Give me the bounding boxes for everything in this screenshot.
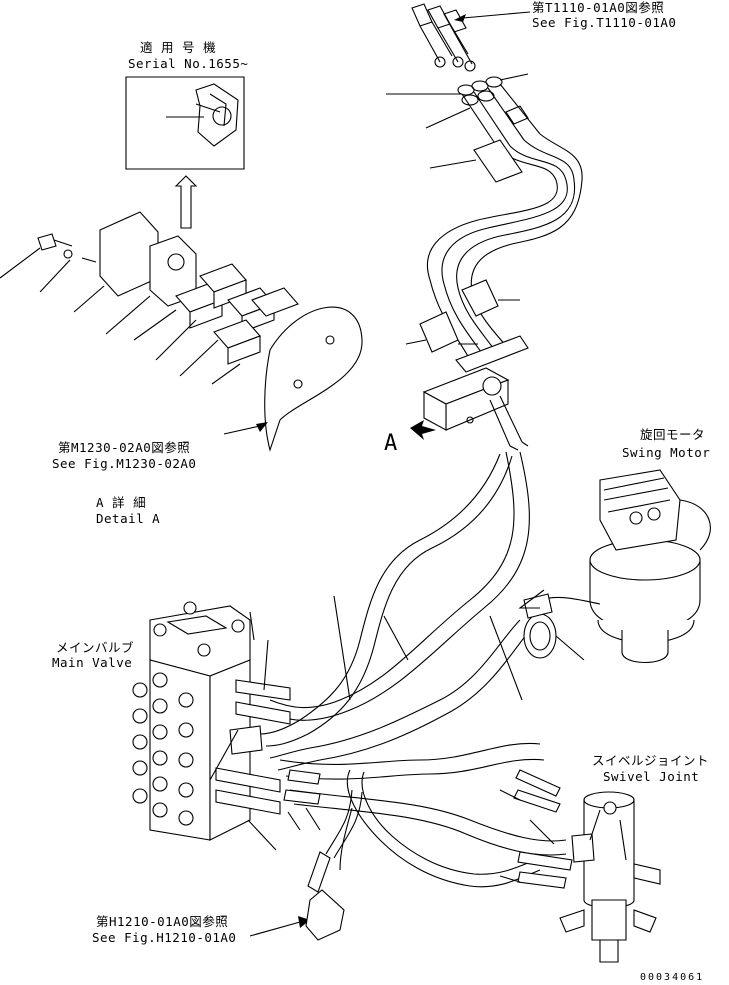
hose-routing xyxy=(260,452,566,887)
view-a-label: A xyxy=(384,431,398,456)
main-valve xyxy=(133,602,320,850)
valve-fittings-right xyxy=(216,680,320,814)
arrow-up-icon xyxy=(176,176,196,228)
swing-motor-en: Swing Motor xyxy=(622,445,711,460)
detail-a-en: Detail A xyxy=(96,511,161,526)
leader-arrow-icon xyxy=(454,14,466,22)
valve-ports-left xyxy=(133,673,193,825)
serial-detail-box xyxy=(126,77,244,169)
ref-t1110-jp: 第T1110-01A0図参照 xyxy=(532,0,665,15)
hose-clamps xyxy=(406,280,528,450)
ref-m1230-jp: 第M1230-02A0図参照 xyxy=(58,440,191,455)
swing-motor xyxy=(520,470,710,663)
swivel-joint xyxy=(500,770,660,962)
ref-h1210-jp: 第H1210-01A0図参照 xyxy=(96,914,229,929)
main-valve-en: Main Valve xyxy=(52,655,133,670)
serial-label-jp: 適 用 号 機 xyxy=(140,40,217,55)
detail-a-jp: A 詳 細 xyxy=(96,495,147,510)
swivel-joint-jp: スイベルジョイント xyxy=(592,753,710,768)
detail-a-parts xyxy=(0,212,362,450)
view-arrow-icon xyxy=(410,420,436,440)
swing-motor-jp: 旋回モータ xyxy=(640,427,706,442)
main-valve-jp: メインバルブ xyxy=(56,640,135,655)
swivel-joint-en: Swivel Joint xyxy=(603,769,700,784)
ref-h1210-en: See Fig.H1210-01A0 xyxy=(92,930,237,945)
serial-label-en: Serial No.1655~ xyxy=(128,56,249,71)
drawing-number: 00034061 xyxy=(640,972,705,983)
ref-m1230-en: See Fig.M1230-02A0 xyxy=(52,456,197,471)
ref-t1110-en: See Fig.T1110-01A0 xyxy=(532,15,677,30)
top-hose-fittings xyxy=(412,4,475,71)
